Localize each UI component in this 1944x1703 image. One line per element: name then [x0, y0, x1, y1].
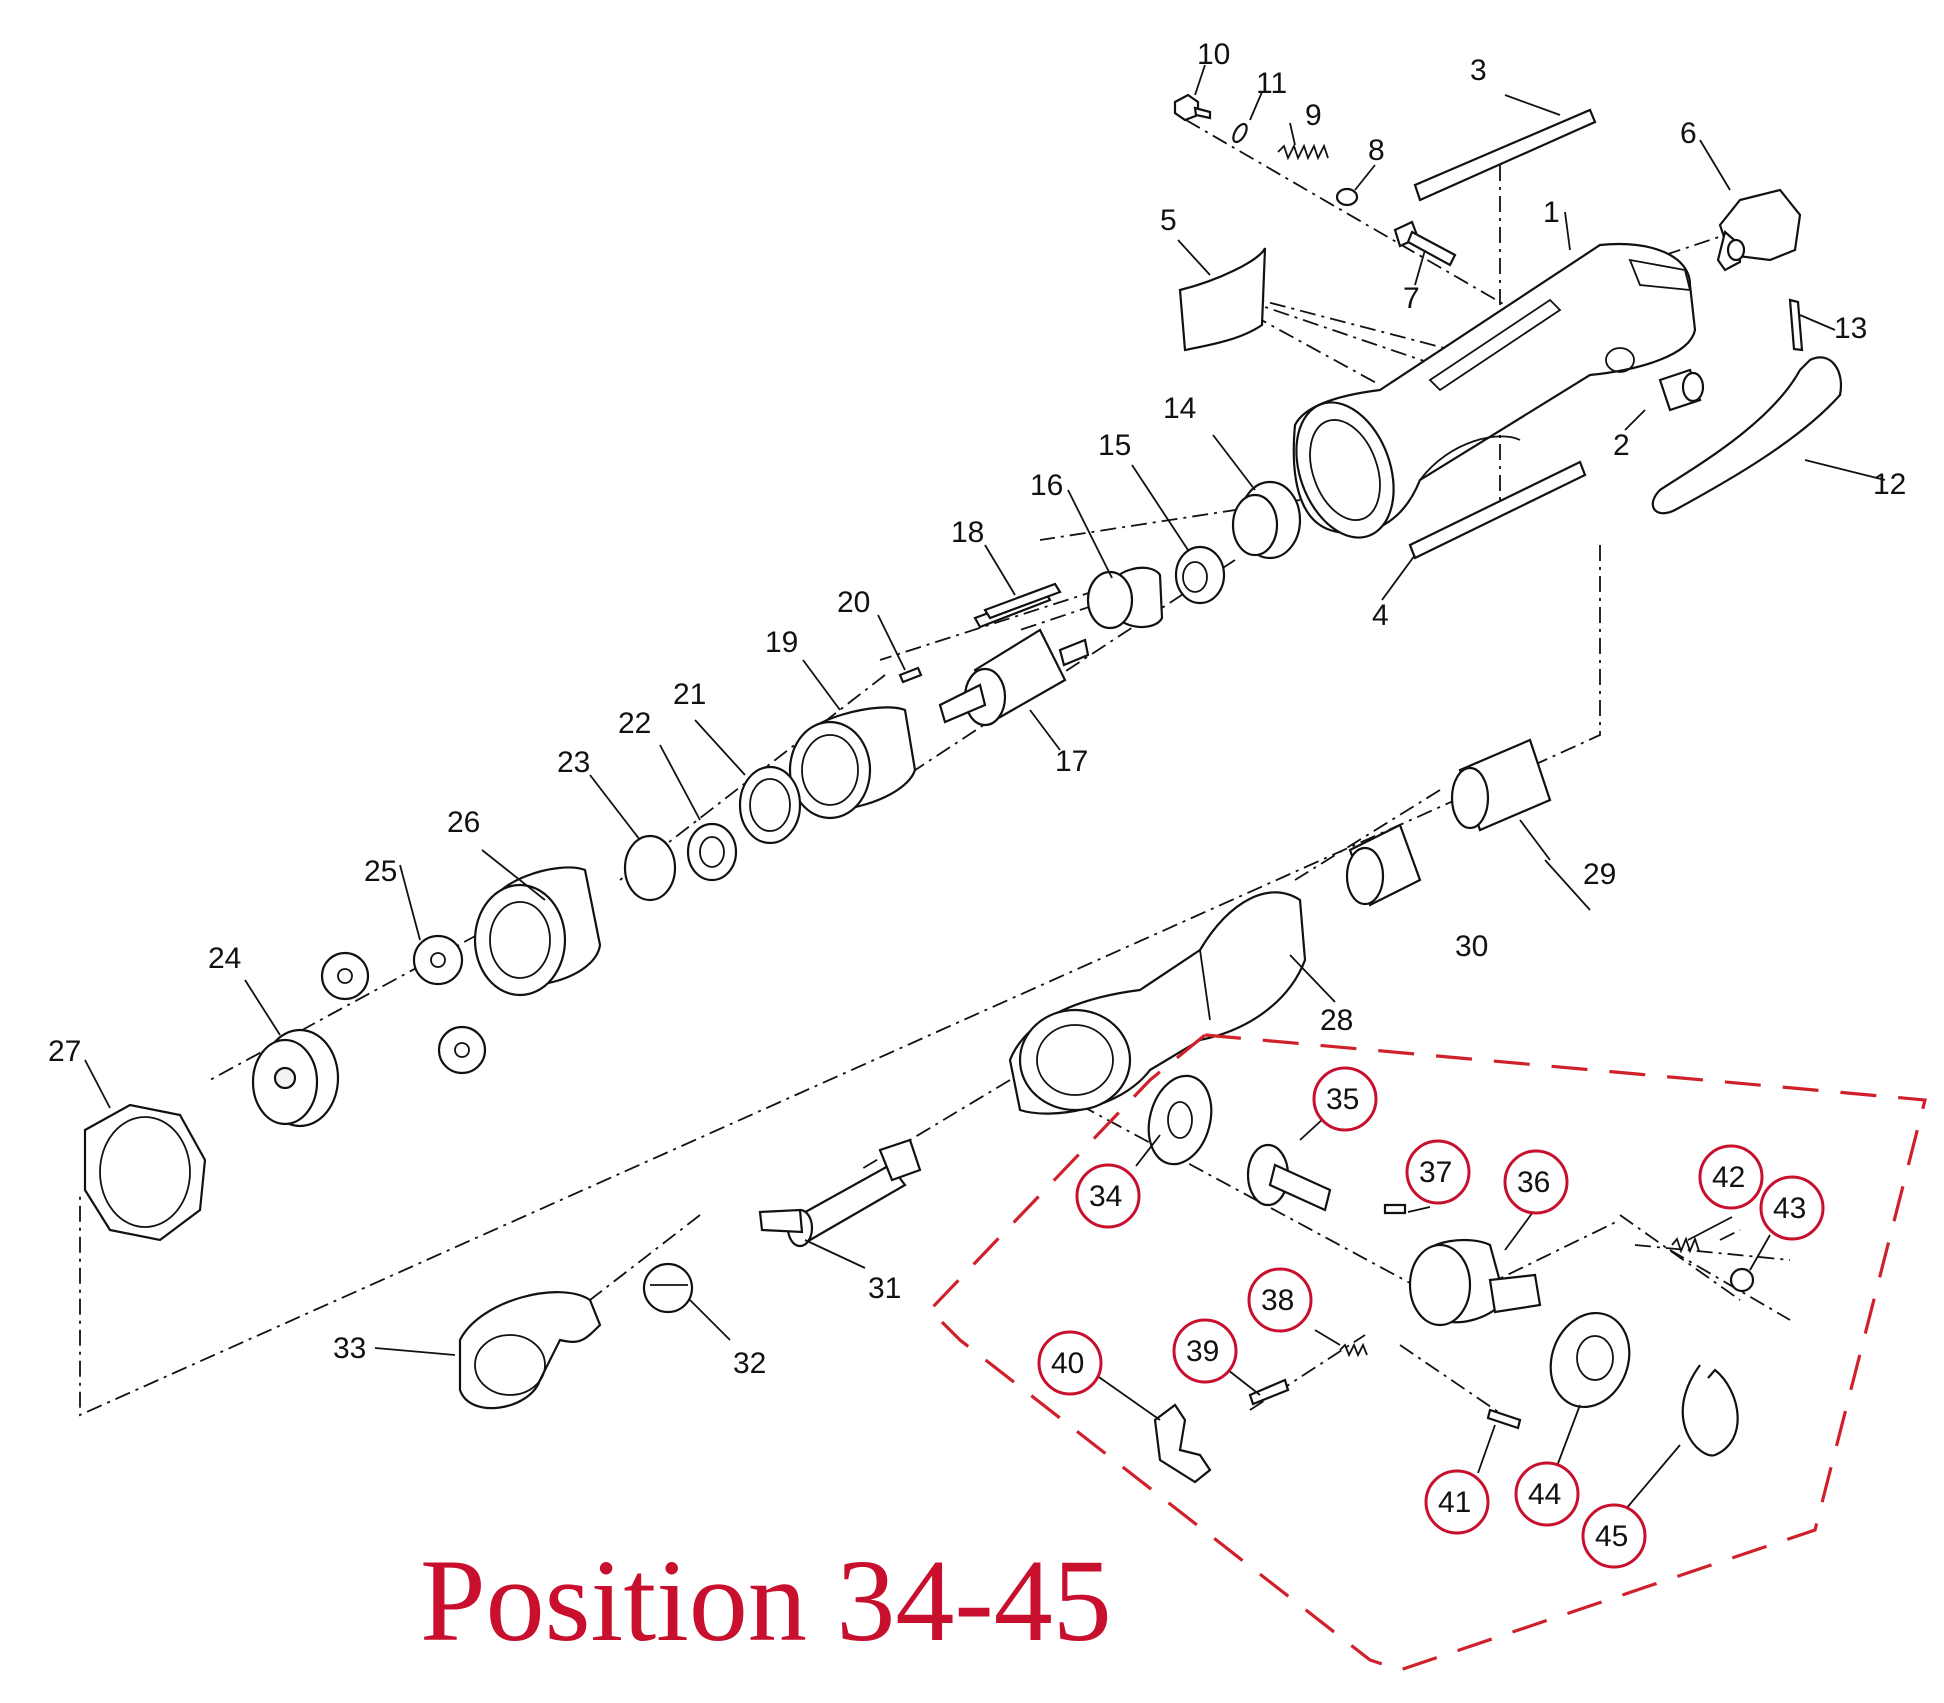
- label-10: 10: [1197, 38, 1230, 71]
- part-6-air-inlet: [1716, 188, 1802, 272]
- part-14-end-plate: [1231, 480, 1302, 560]
- label-32: 32: [733, 1347, 766, 1380]
- part-12-throttle-lever: [1651, 356, 1843, 515]
- label-11: 11: [1256, 67, 1287, 100]
- position-caption: Position 34-45: [420, 1535, 1112, 1666]
- part-8-o-ring: [1335, 187, 1359, 207]
- part-44-washer: [1549, 1311, 1631, 1409]
- part-27-lock-nut: [83, 1103, 207, 1242]
- label-3: 3: [1470, 54, 1487, 87]
- part-2-bushing: [1658, 368, 1705, 412]
- part-20-pin: [898, 666, 923, 684]
- part-42-spring: [1671, 1236, 1700, 1254]
- label-44: 44: [1528, 1478, 1561, 1511]
- part-31-crank-shaft: [758, 1138, 922, 1248]
- part-35-pawl-shaft: [1246, 1143, 1332, 1212]
- label-9: 9: [1305, 99, 1322, 132]
- label-43: 43: [1773, 1192, 1806, 1225]
- part-7-valve-stem: [1393, 220, 1457, 267]
- part-34-thrust-washer: [1147, 1074, 1213, 1166]
- part-9-spring: [1277, 143, 1329, 161]
- label-17: 17: [1055, 745, 1088, 778]
- label-24: 24: [208, 942, 241, 975]
- label-12: 12: [1873, 468, 1906, 501]
- part-4-label: [1408, 460, 1587, 560]
- part-21-front-plate: [738, 765, 802, 845]
- label-34: 34: [1089, 1180, 1122, 1213]
- label-5: 5: [1160, 204, 1177, 237]
- part-15-bearing: [1174, 545, 1226, 605]
- part-41-pin: [1486, 1408, 1522, 1430]
- label-14: 14: [1163, 392, 1196, 425]
- label-37: 37: [1419, 1156, 1452, 1189]
- label-23: 23: [557, 746, 590, 779]
- label-28: 28: [1320, 1004, 1353, 1037]
- label-22: 22: [618, 707, 651, 740]
- label-41: 41: [1438, 1486, 1471, 1519]
- part-38-spring: [1339, 1342, 1368, 1358]
- part-25-planet-gears: [320, 934, 487, 1075]
- label-39: 39: [1186, 1335, 1219, 1368]
- assembly-axes: [79, 119, 1791, 1421]
- label-1: 1: [1543, 196, 1560, 229]
- label-40: 40: [1051, 1347, 1084, 1380]
- part-11-washer: [1232, 122, 1248, 144]
- label-21: 21: [673, 678, 706, 711]
- part-1-motor-housing: [1292, 243, 1697, 539]
- part-17-rotor: [938, 628, 1090, 727]
- part-43-ball: [1729, 1267, 1755, 1293]
- part-26-ring-gear: [473, 866, 602, 997]
- label-6: 6: [1680, 117, 1697, 150]
- label-7: 7: [1403, 282, 1420, 315]
- label-31: 31: [868, 1272, 901, 1305]
- part-36-anvil: [1408, 1238, 1542, 1327]
- part-13-pin: [1788, 298, 1804, 352]
- part-23-ring: [623, 834, 677, 902]
- label-42: 42: [1712, 1161, 1745, 1194]
- part-29-sleeve: [1450, 738, 1552, 832]
- label-15: 15: [1098, 429, 1131, 462]
- part-24-planet-carrier: [251, 1028, 340, 1128]
- label-13: 13: [1834, 312, 1867, 345]
- label-45: 45: [1595, 1520, 1628, 1553]
- label-35: 35: [1326, 1083, 1359, 1116]
- part-28-ratchet-head: [1008, 891, 1307, 1115]
- highlight-callouts: [1037, 1066, 1825, 1569]
- label-30: 30: [1455, 930, 1488, 963]
- label-27: 27: [48, 1035, 81, 1068]
- label-25: 25: [364, 855, 397, 888]
- label-20: 20: [837, 586, 870, 619]
- leader-lines: [84, 64, 1886, 1356]
- part-3-label: [1413, 108, 1597, 202]
- label-2: 2: [1613, 429, 1630, 462]
- part-33-yoke: [458, 1291, 602, 1410]
- label-18: 18: [951, 516, 984, 549]
- part-32-bushing: [642, 1262, 694, 1314]
- label-29: 29: [1583, 858, 1616, 891]
- part-22-bearing: [686, 822, 738, 882]
- label-33: 33: [333, 1332, 366, 1365]
- label-19: 19: [765, 626, 798, 659]
- part-30-needle-bearing: [1345, 823, 1422, 907]
- part-10-screw: [1173, 93, 1212, 122]
- part-39-pin: [1248, 1378, 1290, 1406]
- label-4: 4: [1372, 599, 1389, 632]
- part-16-rear-plate: [1086, 566, 1164, 630]
- part-5-label: [1178, 247, 1267, 352]
- part-40-pawl: [1153, 1403, 1212, 1484]
- highlight-region: [927, 1033, 1928, 1672]
- label-8: 8: [1368, 134, 1385, 167]
- parts: [83, 93, 1843, 1484]
- label-26: 26: [447, 806, 480, 839]
- label-16: 16: [1030, 469, 1063, 502]
- part-37-pin: [1383, 1203, 1407, 1215]
- part-number-labels: 1 2 3 4 5 6 7 8 9 10 11 12 13 14 15 16 1…: [48, 38, 1906, 1553]
- label-38: 38: [1261, 1284, 1294, 1317]
- part-45-retaining-ring: [1681, 1364, 1739, 1457]
- part-18-vanes: [973, 582, 1062, 629]
- part-19-cylinder: [788, 706, 917, 820]
- label-36: 36: [1517, 1166, 1550, 1199]
